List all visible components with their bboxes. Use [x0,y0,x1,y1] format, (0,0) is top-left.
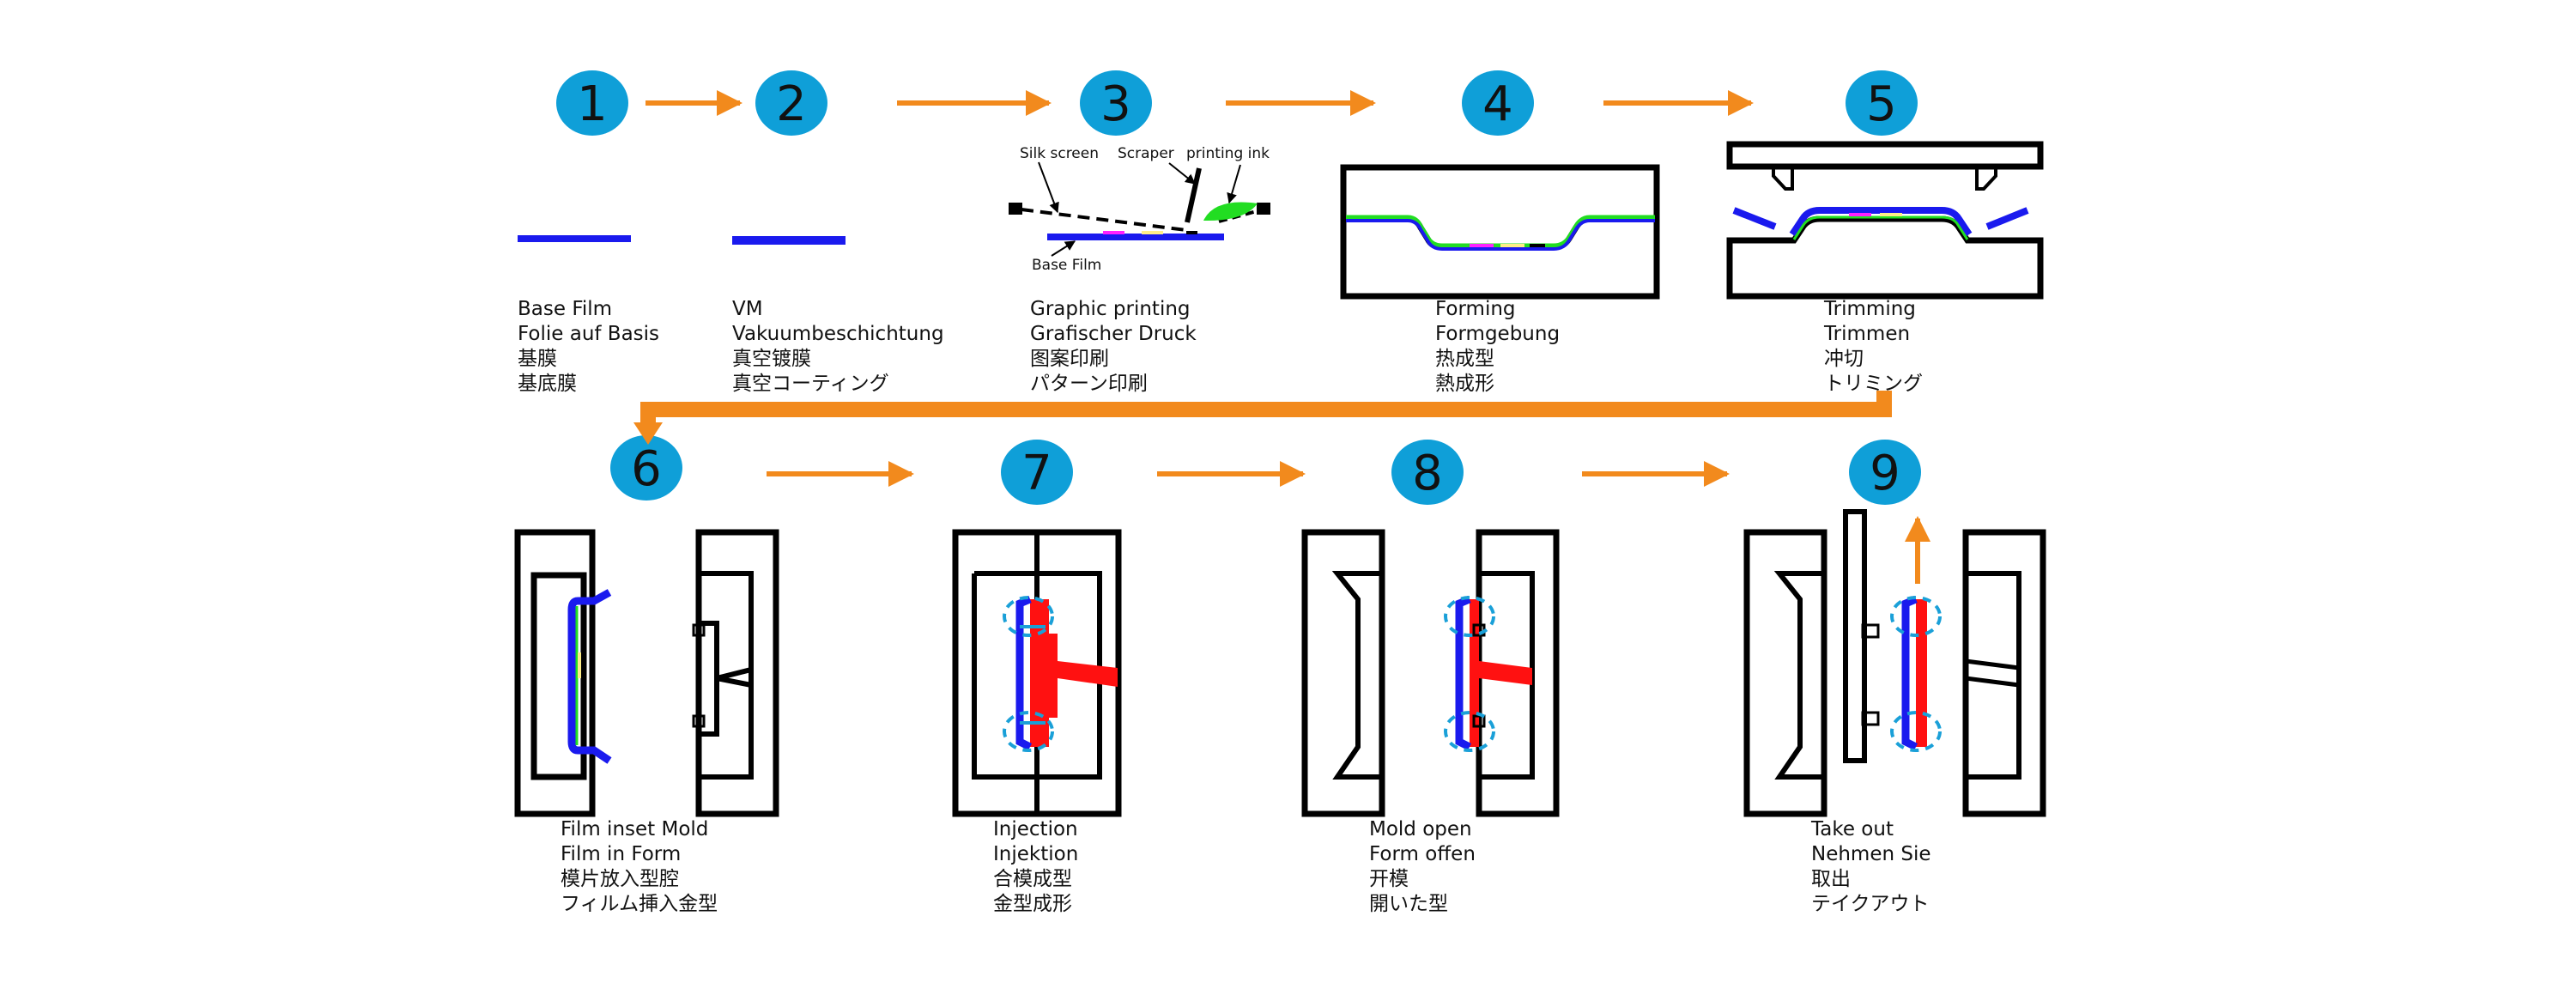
silk-screen-annotation: Silk screen [1020,145,1099,162]
step-badge-2: 2 [755,70,827,136]
step-badge-1: 1 [556,70,628,136]
forming-mold [1340,164,1660,300]
svg-text:8: 8 [1412,446,1443,501]
printing-ink-annotation: printing ink [1186,145,1270,162]
base-film-annotation: Base Film [1032,257,1101,274]
step-badge-8: 8 [1391,440,1464,505]
step-badge-3: 3 [1080,70,1152,136]
svg-text:4: 4 [1482,76,1513,132]
svg-text:7: 7 [1021,446,1052,501]
svg-text:6: 6 [631,441,662,497]
svg-text:1: 1 [577,76,608,132]
scraper-annotation: Scraper [1118,145,1174,162]
svg-text:9: 9 [1870,446,1900,501]
mold-step-8 [1301,529,1560,817]
printing-illustration: Silk screen Scraper printing ink Base Fi… [1009,145,1270,274]
svg-text:3: 3 [1100,76,1131,132]
trimming-die [1726,141,2044,300]
flow-arrow-5-6 [633,391,1892,445]
step-badge-6: 6 [610,435,682,501]
mold-step-6 [514,529,779,817]
step-badge-4: 4 [1462,70,1534,136]
svg-text:2: 2 [776,76,807,132]
svg-text:5: 5 [1866,76,1897,132]
step-badge-7: 7 [1001,440,1073,505]
mold-step-9 [1743,509,2046,817]
mold-step-7 [952,529,1122,817]
step-badge-9: 9 [1849,440,1921,505]
step-badge-5: 5 [1846,70,1918,136]
